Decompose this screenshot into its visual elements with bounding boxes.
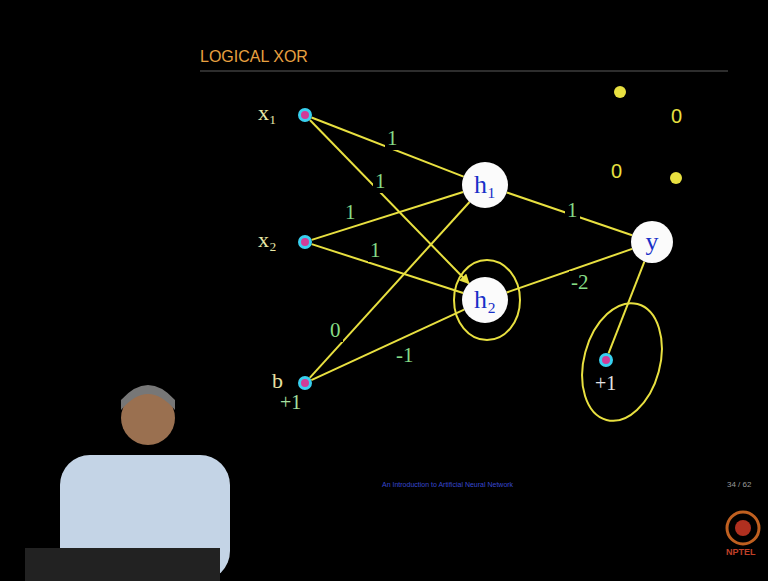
weight-value: 1 xyxy=(565,199,580,222)
node-label: x₁ xyxy=(258,102,277,124)
node-label: x₂ xyxy=(258,229,277,251)
weight-value: -2 xyxy=(569,271,591,294)
neuron-circle: h₂ xyxy=(462,277,508,323)
handwritten-note: 0 xyxy=(671,106,682,126)
neuron-input-dot: +1 xyxy=(599,353,613,367)
node-label: +1 xyxy=(595,373,616,393)
weight-connection xyxy=(609,262,645,354)
weight-connection xyxy=(311,310,464,380)
weight-connection xyxy=(312,244,463,293)
nptel-logo xyxy=(727,512,759,544)
handwritten-circle xyxy=(570,294,674,430)
page-number: 34 / 62 xyxy=(727,481,751,489)
logo-core xyxy=(735,520,751,536)
handwritten-dot xyxy=(670,172,682,184)
logo-ring xyxy=(727,512,759,544)
neuron-input-dot: b+1 xyxy=(298,376,312,390)
neuron-input-dot: x₂ xyxy=(298,235,312,249)
weight-connection xyxy=(507,192,632,235)
weight-value: 1 xyxy=(368,239,383,262)
title-rule xyxy=(200,71,728,72)
weight-value: 1 xyxy=(373,170,388,193)
presenter-hair xyxy=(121,385,175,410)
weight-value: 1 xyxy=(343,201,358,224)
weight-connection xyxy=(310,202,470,378)
neuron-input-dot: x₁ xyxy=(298,108,312,122)
handwritten-dot xyxy=(614,86,626,98)
node-label: +1 xyxy=(280,392,301,412)
footer-text: An Introduction to Artificial Neural Net… xyxy=(382,481,513,488)
weight-value: -1 xyxy=(394,344,416,367)
slide-title: LOGICAL XOR xyxy=(200,49,308,65)
weight-value: 0 xyxy=(328,319,343,342)
neuron-circle: y xyxy=(631,221,673,263)
weight-connection xyxy=(310,120,469,283)
presenter xyxy=(25,385,230,581)
weight-value: 1 xyxy=(385,127,400,150)
handwritten-note: 0 xyxy=(611,161,622,181)
podium xyxy=(25,548,220,581)
logo-text: NPTEL xyxy=(726,548,756,557)
weight-connection xyxy=(312,118,464,177)
node-label: b xyxy=(272,370,283,392)
neuron-name: h₂ xyxy=(474,287,496,313)
handwritten-circle xyxy=(454,260,520,340)
neuron-circle: h₁ xyxy=(462,162,508,208)
neuron-name: y xyxy=(646,229,659,255)
neuron-name: h₁ xyxy=(474,172,496,198)
